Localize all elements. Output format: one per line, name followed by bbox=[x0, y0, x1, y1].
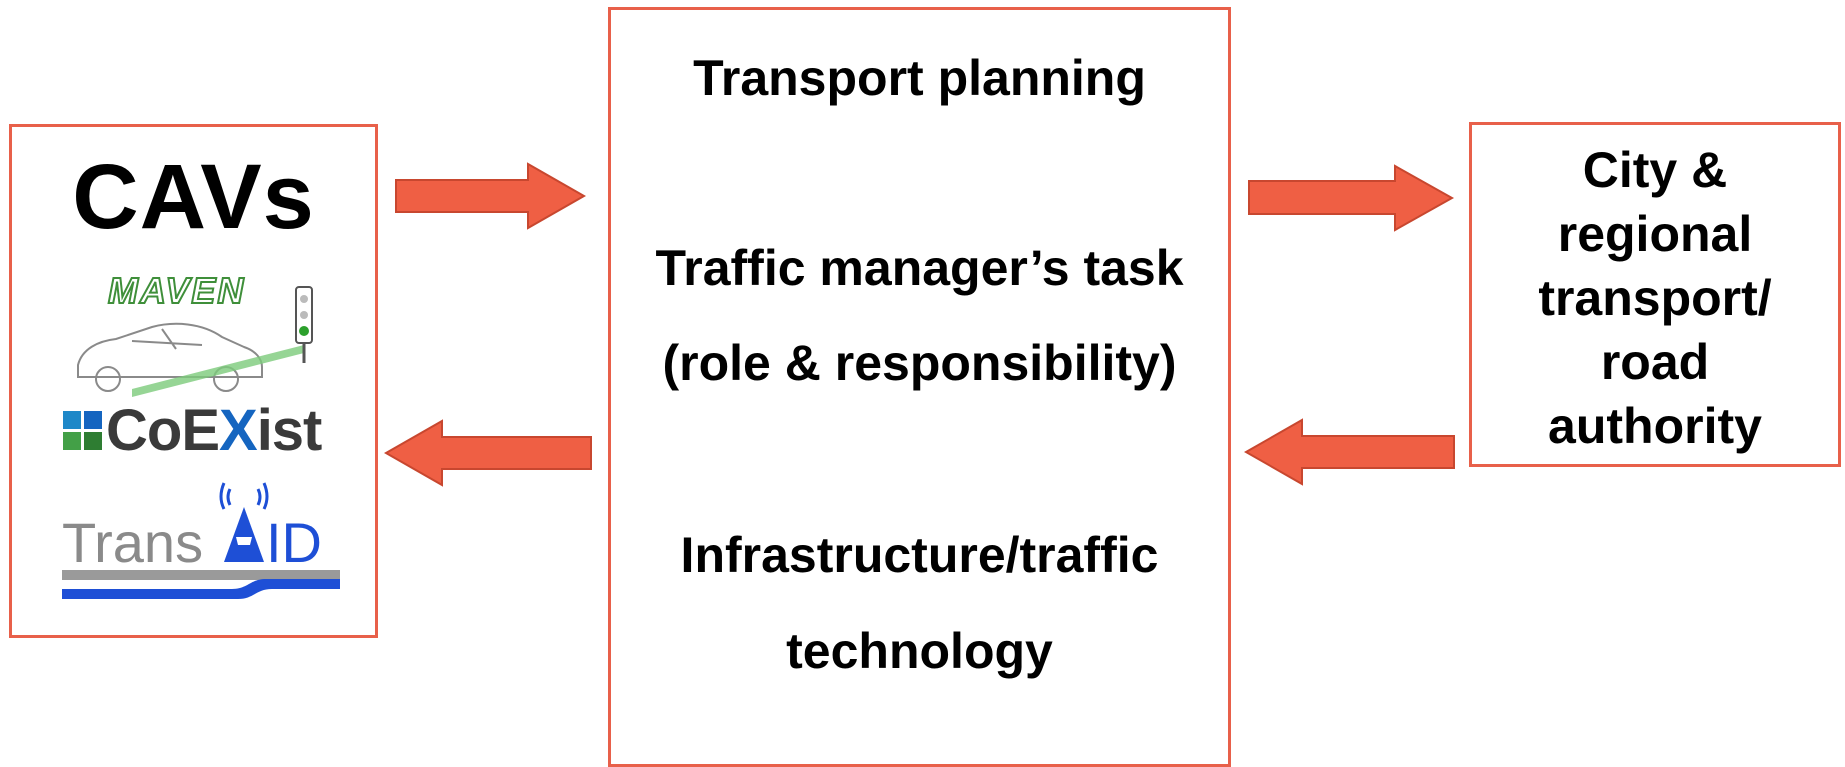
coexist-text-prefix: CoE bbox=[106, 398, 219, 463]
authority-box: City & regional transport/ road authorit… bbox=[1469, 122, 1841, 467]
light-beam bbox=[132, 345, 304, 397]
coexist-text-x: X bbox=[219, 398, 258, 463]
coexist-text-suffix: ist bbox=[257, 398, 322, 463]
maven-logo: MAVEN bbox=[77, 269, 313, 397]
maven-logo-text: MAVEN bbox=[108, 270, 245, 311]
svg-text:CoEXist: CoEXist bbox=[106, 398, 322, 463]
authority-line: authority bbox=[1548, 398, 1762, 454]
road-blue-stripe bbox=[62, 579, 340, 599]
technology-label: technology bbox=[786, 623, 1053, 679]
authority-line: regional bbox=[1557, 206, 1753, 262]
cavs-box: CAVs MAVEN CoEXist bbox=[9, 124, 378, 638]
traffic-light-icon bbox=[295, 286, 313, 363]
transport-planning-label: Transport planning bbox=[693, 50, 1146, 106]
authority-line: transport/ bbox=[1538, 270, 1772, 326]
role-responsibility-label: (role & responsibility) bbox=[662, 335, 1177, 391]
traffic-manager-box: Transport planning Traffic manager’s tas… bbox=[608, 7, 1231, 767]
arrow-right-center-to-authority bbox=[1248, 164, 1455, 232]
infrastructure-traffic-label: Infrastructure/traffic bbox=[680, 527, 1159, 583]
arrow-left-center-to-cavs bbox=[383, 419, 592, 487]
coexist-squares-icon bbox=[63, 411, 102, 450]
transaid-logo: Trans ID bbox=[62, 482, 340, 599]
antenna-icon bbox=[219, 482, 269, 562]
transaid-text-prefix: Trans bbox=[62, 511, 203, 574]
traffic-manager-task-label: Traffic manager’s task bbox=[655, 240, 1184, 296]
arrow-left-authority-to-center bbox=[1243, 418, 1455, 486]
authority-label: City & regional transport/ road authorit… bbox=[1472, 138, 1838, 458]
coexist-logo: CoEXist bbox=[63, 398, 323, 463]
authority-line: City & bbox=[1582, 142, 1728, 198]
transaid-text-suffix: ID bbox=[266, 511, 322, 574]
arrows-layer bbox=[383, 162, 1455, 487]
cavs-title: CAVs bbox=[72, 146, 315, 248]
arrow-right-cavs-to-center bbox=[395, 162, 587, 230]
road-gray-stripe bbox=[62, 570, 340, 580]
authority-line: road bbox=[1600, 334, 1710, 390]
